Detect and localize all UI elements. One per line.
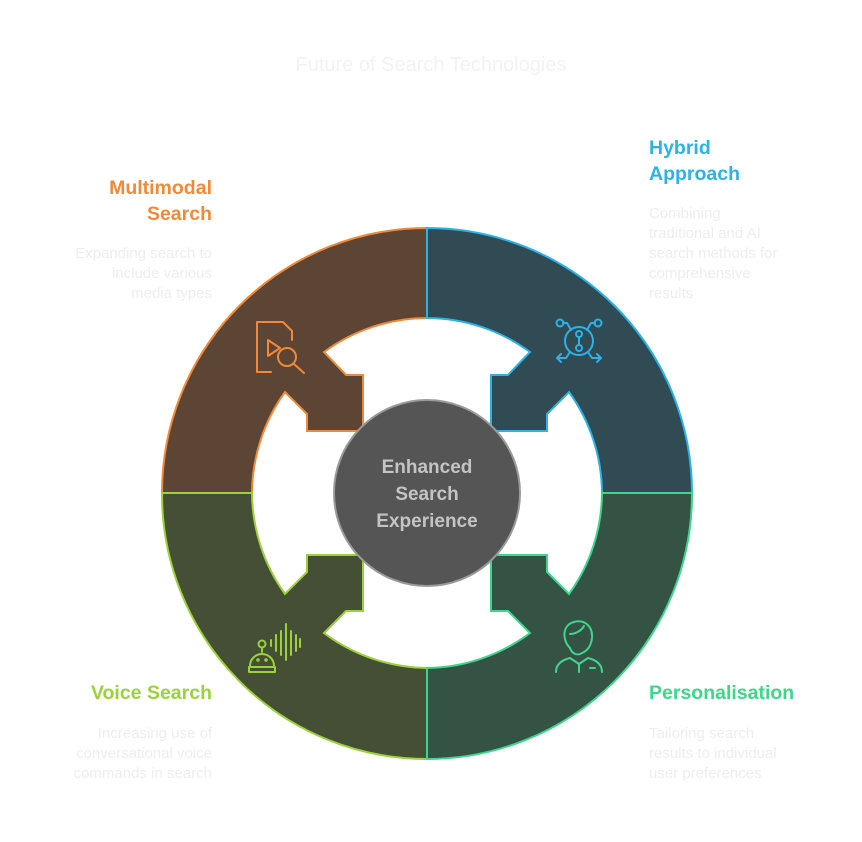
voice-desc-line-2: conversational voice [76,745,212,762]
hybrid-desc-line-5: results [649,285,694,302]
center-label-line-2: Search [395,484,458,505]
hybrid-desc-line-3: search methods for [649,245,778,262]
center-node: Enhanced Search Experience [333,399,521,587]
multimodal-label-line-2: Search [146,203,212,225]
multimodal-desc-line-1: Expanding search to [75,245,212,262]
personalisation-label-line-1: Personalisation [649,682,795,704]
voice-desc-line-1: Increasing use of [97,725,212,742]
diagram-title: Future of Search Technologies [295,54,567,76]
hybrid-label-line-2: Approach [649,163,741,185]
personalisation-description: Tailoring search results to individual u… [649,724,777,784]
voice-label: Voice Search [91,680,212,706]
user-profile-icon [555,620,603,673]
hybrid-desc-line-4: comprehensive [649,265,751,282]
multimodal-description: Expanding search to include various medi… [75,244,212,304]
multimodal-desc-line-2: include various [111,265,212,282]
hybrid-label: Hybrid Approach [649,135,740,187]
center-circle [333,399,521,587]
center-label-line-3: Experience [376,511,477,532]
personalisation-desc-line-3: user preferences [649,765,762,782]
hybrid-label-line-1: Hybrid [649,137,711,159]
hybrid-description: Combining traditional and AI search meth… [649,204,777,304]
media-search-icon [256,321,305,374]
personalisation-desc-line-1: Tailoring search [649,725,755,742]
multimodal-label-line-1: Multimodal [109,177,212,199]
voice-desc-line-3: commands in search [73,765,212,782]
center-label-line-1: Enhanced [382,457,473,478]
personalisation-desc-line-2: results to individual [649,745,777,762]
multimodal-desc-line-3: media types [131,285,212,302]
hybrid-desc-line-1: Combining [649,205,721,222]
network-hub-icon [555,318,603,363]
hybrid-desc-line-2: traditional and AI [649,225,761,242]
robot-voice-icon [248,623,301,673]
personalisation-label: Personalisation [649,680,794,706]
voice-label-line-1: Voice Search [90,682,212,704]
voice-description: Increasing use of conversational voice c… [74,724,212,784]
multimodal-label: Multimodal Search [109,175,212,227]
